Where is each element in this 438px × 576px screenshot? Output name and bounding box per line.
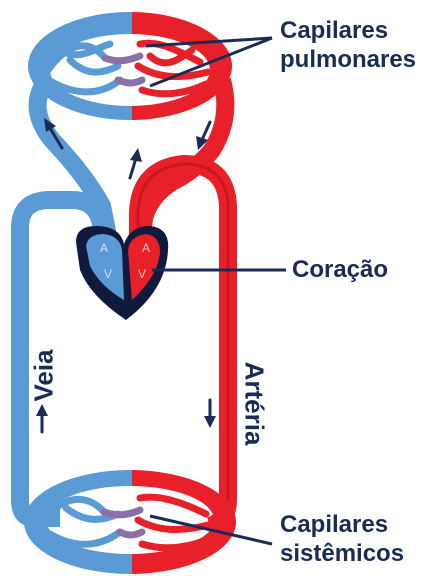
pulmonary-label-line2: pulmonares	[280, 45, 416, 74]
pulmonary-capillaries-label: Capilares pulmonares	[280, 16, 416, 74]
chamber-right-atrium: A	[142, 241, 150, 255]
arrow-up-icon	[36, 404, 48, 432]
heart	[76, 226, 168, 320]
artery-label: Artéria	[238, 362, 269, 446]
chamber-left-atrium: A	[100, 241, 108, 255]
arrow-down-icon	[204, 400, 216, 428]
heart-label: Coração	[292, 255, 388, 284]
systemic-label-line1: Capilares	[280, 510, 404, 539]
pulmonary-label-line1: Capilares	[280, 16, 416, 45]
arrow-up-right-icon	[130, 148, 142, 178]
vein-label: Veia	[29, 349, 60, 401]
systemic-capillaries-label: Capilares sistêmicos	[280, 510, 404, 568]
chamber-left-ventricle: V	[104, 267, 112, 281]
systemic-label-line2: sistêmicos	[280, 539, 404, 568]
chamber-right-ventricle: V	[138, 267, 146, 281]
